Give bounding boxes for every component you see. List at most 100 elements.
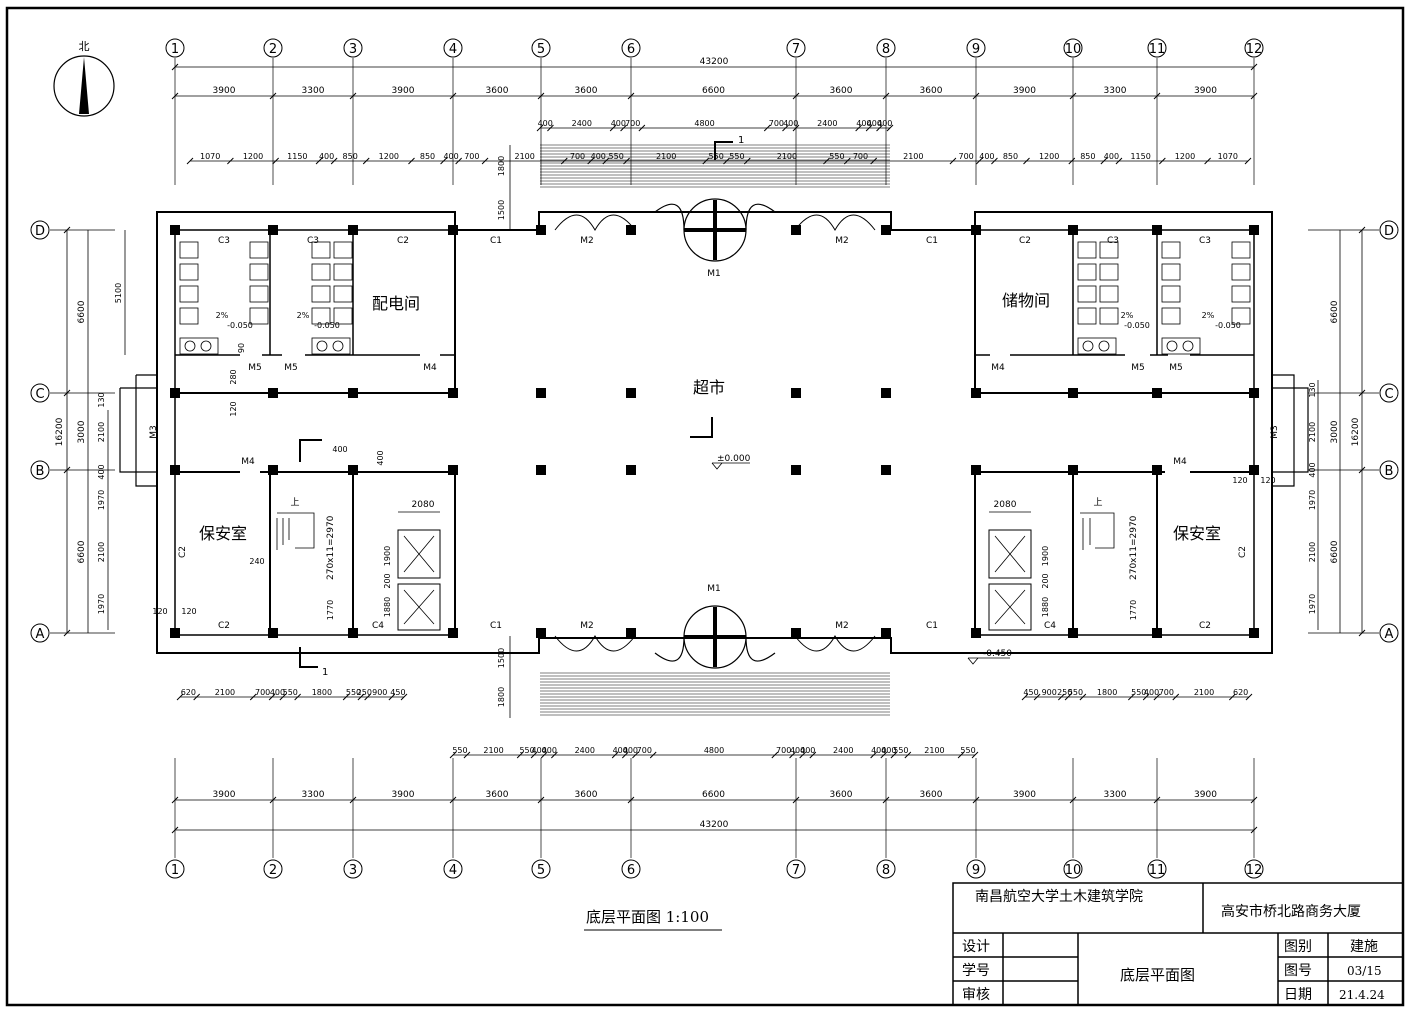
slope-label: 2% xyxy=(1121,311,1134,320)
bottom-right-dim-label: 450 xyxy=(1023,688,1038,697)
dim-tick xyxy=(449,796,457,804)
entrance-dim-label: 400 xyxy=(611,119,626,128)
dim-tick xyxy=(799,751,807,759)
misc-dim-label: 280 xyxy=(229,369,238,384)
dim-tick xyxy=(1069,796,1077,804)
misc-dim-label: 120 xyxy=(1232,476,1247,485)
axis-label-3: 3 xyxy=(349,863,357,878)
bay-dim-label: 3600 xyxy=(920,790,943,800)
detail-dim-label: 550 xyxy=(709,152,724,161)
axis-bubble xyxy=(30,460,50,480)
axis-bubble xyxy=(165,38,185,58)
dim-tick xyxy=(440,157,447,165)
misc-dim-label: 400 xyxy=(332,445,347,454)
detail-dim-label: 400 xyxy=(591,152,606,161)
column xyxy=(170,628,180,638)
bay-dim-label: 3900 xyxy=(1013,790,1036,800)
revolving-door-south xyxy=(654,605,776,669)
dim-tick xyxy=(388,693,396,701)
window-tag: C2 xyxy=(397,236,409,246)
bottom-left-dim-label: 400 xyxy=(270,688,285,697)
axis-bubble xyxy=(621,38,641,58)
entrance-dim-label: 400 xyxy=(783,119,798,128)
dim-tick xyxy=(971,751,979,759)
dim-tick xyxy=(609,124,617,132)
dim-tick xyxy=(1057,693,1065,701)
axis-label-5: 5 xyxy=(537,42,545,57)
axis-label-8: 8 xyxy=(882,863,890,878)
door-tag: M5 xyxy=(248,363,262,373)
column xyxy=(536,628,546,638)
bottom-mid-dim-label: 400 xyxy=(790,746,805,755)
slope-label: 2% xyxy=(297,311,310,320)
toilet-stall xyxy=(311,285,331,303)
column xyxy=(791,388,801,398)
dim-tick xyxy=(171,826,179,834)
toilet-stall xyxy=(1161,263,1181,281)
stair-height-label: 1800 xyxy=(497,687,506,707)
door-tag: M2 xyxy=(835,236,849,246)
elevation-mark-zero: ±0.000 xyxy=(711,454,751,470)
dim-tick xyxy=(1172,693,1180,701)
sink xyxy=(184,340,196,352)
toilet-stall xyxy=(1099,285,1119,303)
depth-dim-label: 6600 xyxy=(1330,540,1340,563)
detail-dim-label: 400 xyxy=(979,152,994,161)
svg-text:±0.000: ±0.000 xyxy=(717,454,751,464)
column xyxy=(170,388,180,398)
dim-tick xyxy=(176,693,184,701)
axis-label-6: 6 xyxy=(627,863,635,878)
detail-dim-label: 1200 xyxy=(1039,152,1059,161)
window-tag: C3 xyxy=(1107,236,1119,246)
toilet-stall xyxy=(311,241,331,259)
toilet-stall xyxy=(1231,241,1251,259)
detail-dim-label: 850 xyxy=(343,152,358,161)
axis-label-7: 7 xyxy=(792,42,800,57)
column xyxy=(626,388,636,398)
detail-dim-label: 1150 xyxy=(287,152,307,161)
column xyxy=(268,225,278,235)
column xyxy=(1152,628,1162,638)
title-label-date: 日期 xyxy=(1284,987,1312,1003)
depth-dim-label: 3000 xyxy=(77,420,87,443)
detail-dim-label: 2100 xyxy=(777,152,797,161)
toilet-fixtures: 2%2%2%2%-0.050-0.050-0.050-0.050上上 xyxy=(179,241,1251,508)
dim-tick xyxy=(882,92,890,100)
title-project: 高安市桥北路商务大厦 xyxy=(1221,903,1361,920)
stair-height-label: 1500 xyxy=(497,200,506,220)
column xyxy=(971,628,981,638)
bottom-mid-dim-label: 400 xyxy=(532,746,547,755)
column xyxy=(268,465,278,475)
axis-bubble xyxy=(786,38,806,58)
sink xyxy=(200,340,212,352)
bay-dim-label: 3900 xyxy=(392,790,415,800)
doors-m2 xyxy=(554,214,876,652)
inner-dim-label: 2100 xyxy=(1308,542,1317,562)
axis-label-12: 12 xyxy=(1246,42,1263,57)
dim-tick xyxy=(792,124,800,132)
toilet-level-label: -0.050 xyxy=(1215,321,1241,330)
room-supermarket: 超市 xyxy=(693,378,725,397)
section-number-top: 1 xyxy=(738,135,744,146)
axis-bubble xyxy=(1244,38,1264,58)
stair-height-label: 1500 xyxy=(497,648,506,668)
bottom-right-dim-label: 250 xyxy=(1057,688,1072,697)
misc-dim-label: 120 xyxy=(229,401,238,416)
toilet-stall xyxy=(249,307,269,325)
bottom-mid-dim-label: 4800 xyxy=(704,746,724,755)
dim-tick xyxy=(632,751,639,759)
axis-bubble xyxy=(443,859,463,879)
inner-dim-label: 1970 xyxy=(1308,594,1317,614)
column xyxy=(971,388,981,398)
door-tag: M1 xyxy=(707,584,721,594)
entrance-dim-label: 400 xyxy=(867,119,882,128)
column xyxy=(348,628,358,638)
bottom-mid-dim-label: 400 xyxy=(613,746,628,755)
window-tag: C2 xyxy=(1019,236,1031,246)
dim-tick xyxy=(972,92,980,100)
bottom-right-dim-label: 700 xyxy=(1159,688,1174,697)
door-tag: M3 xyxy=(149,425,159,439)
detail-dim-label: 2100 xyxy=(515,152,535,161)
column xyxy=(170,225,180,235)
